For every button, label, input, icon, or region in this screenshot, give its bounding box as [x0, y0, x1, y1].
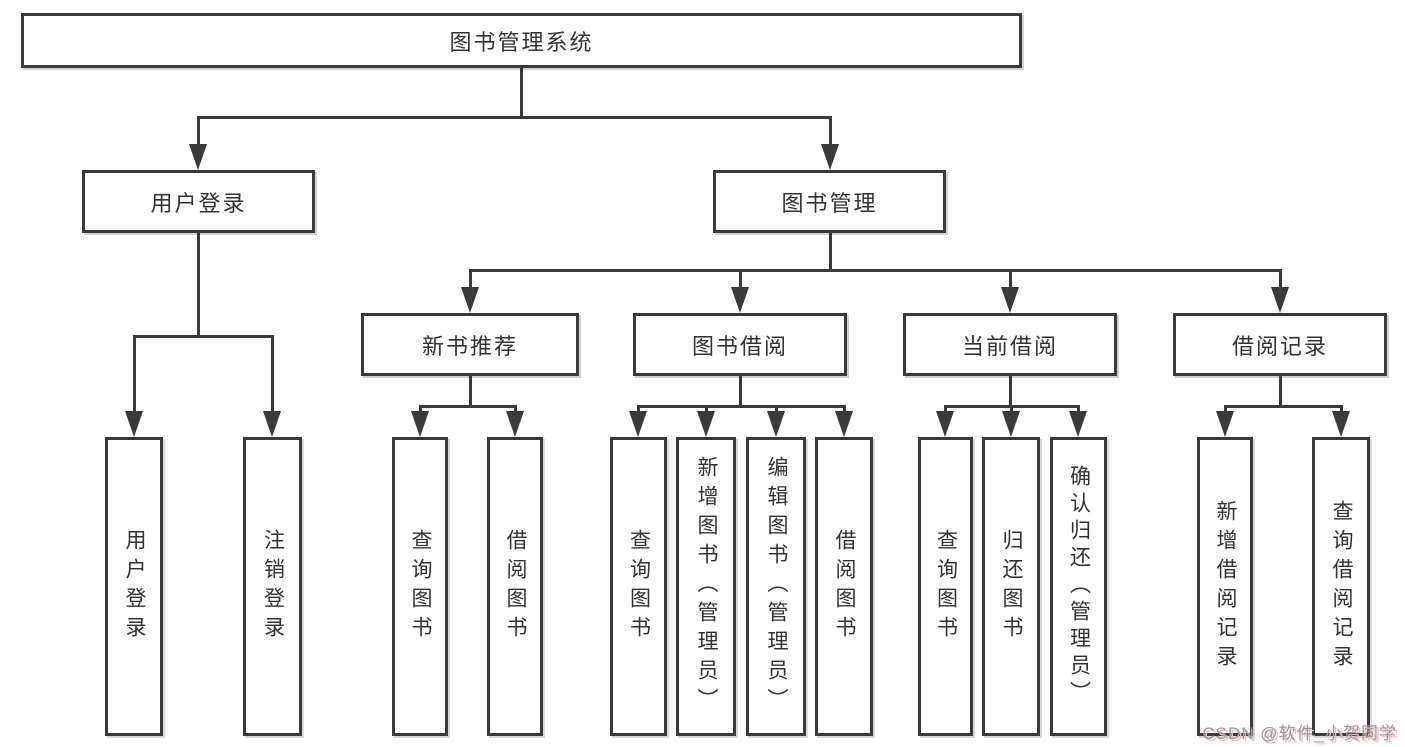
connector-vline: [1340, 405, 1343, 415]
node-borrow-records-label: 借阅记录: [1231, 333, 1328, 359]
arrow-down-icon: [1271, 287, 1289, 313]
connector-vline: [829, 116, 832, 146]
node-current-borrow: 当前借阅: [903, 313, 1117, 376]
node-book-system: 图书管理系统: [21, 13, 1022, 68]
connector-vline: [1279, 269, 1282, 289]
connector-vline: [705, 405, 708, 415]
connector-vline: [1279, 374, 1282, 406]
connector-vline: [1224, 405, 1227, 415]
connector-vline: [514, 405, 517, 415]
connector-vline: [1010, 405, 1013, 415]
node-query-books-recommend-label: 查询图书: [409, 528, 432, 645]
arrow-down-icon: [411, 411, 429, 437]
arrow-down-icon: [125, 411, 143, 437]
connector-vline: [775, 405, 778, 415]
node-borrow-books-leaf-label: 借阅图书: [833, 528, 856, 645]
node-add-borrow-record: 新增借阅记录: [1197, 437, 1253, 736]
connector-vline: [271, 335, 274, 413]
connector-vline: [637, 405, 640, 415]
arrow-down-icon: [821, 144, 839, 170]
node-confirm-return-admin: 确认归还（管理员）: [1050, 437, 1107, 736]
connector-vline: [197, 116, 200, 146]
node-new-book-recommend: 新书推荐: [361, 313, 579, 376]
connector-vline: [1077, 405, 1080, 415]
connector-hline: [469, 269, 1281, 272]
connector-vline: [1009, 374, 1012, 406]
node-logout-leaf-label: 注销登录: [261, 528, 285, 645]
node-query-books-borrow-label: 查询图书: [627, 528, 651, 645]
arrow-down-icon: [697, 411, 715, 437]
node-book-management-label: 图书管理: [781, 190, 878, 216]
arrow-down-icon: [731, 287, 749, 313]
arrow-down-icon: [1001, 287, 1019, 313]
node-book-management: 图书管理: [713, 170, 946, 233]
node-logout-leaf: 注销登录: [243, 437, 302, 736]
connector-vline: [197, 231, 200, 336]
node-user-login: 用户登录: [82, 170, 315, 233]
node-borrow-books-recommend-label: 借阅图书: [504, 528, 527, 645]
connector-vline: [829, 231, 832, 271]
connector-vline: [133, 335, 136, 413]
arrow-down-icon: [1002, 411, 1020, 437]
connector-vline: [1009, 269, 1012, 289]
node-borrow-records: 借阅记录: [1173, 313, 1387, 376]
arrow-down-icon: [629, 411, 647, 437]
arrow-down-icon: [263, 411, 281, 437]
node-confirm-return-admin-label: 确认归还（管理员）: [1067, 465, 1091, 708]
node-query-borrow-record-label: 查询借阅记录: [1330, 499, 1353, 674]
node-add-borrow-record-label: 新增借阅记录: [1214, 499, 1237, 674]
connector-hline: [197, 116, 831, 119]
arrow-down-icon: [1216, 411, 1234, 437]
node-query-books-current-label: 查询图书: [934, 528, 958, 645]
connector-hline: [133, 335, 273, 338]
connector-vline: [739, 374, 742, 406]
node-edit-books-admin: 编辑图书（管理员）: [746, 437, 806, 736]
arrow-down-icon: [767, 411, 785, 437]
node-query-books-current: 查询图书: [918, 437, 973, 736]
arrow-down-icon: [1069, 411, 1087, 437]
connector-vline: [739, 269, 742, 289]
connector-hline: [1224, 405, 1342, 408]
node-add-books-admin-label: 新增图书（管理员）: [695, 456, 718, 717]
node-return-books-label: 归还图书: [1000, 528, 1023, 645]
node-add-books-admin: 新增图书（管理员）: [676, 437, 736, 736]
node-user-login-leaf-label: 用户登录: [123, 528, 146, 645]
node-borrow-books-leaf: 借阅图书: [815, 437, 873, 736]
node-query-borrow-record: 查询借阅记录: [1312, 437, 1370, 736]
arrow-down-icon: [461, 287, 479, 313]
node-return-books: 归还图书: [982, 437, 1040, 736]
node-query-books-recommend: 查询图书: [392, 437, 448, 736]
node-borrow-books-recommend: 借阅图书: [487, 437, 543, 736]
node-edit-books-admin-label: 编辑图书（管理员）: [765, 456, 788, 717]
connector-vline: [944, 405, 947, 415]
node-user-login-leaf: 用户登录: [105, 437, 163, 736]
arrow-down-icon: [936, 411, 954, 437]
node-user-login-label: 用户登录: [150, 190, 247, 216]
node-book-system-label: 图书管理系统: [449, 29, 594, 55]
arrow-down-icon: [835, 411, 853, 437]
node-query-books-borrow: 查询图书: [610, 437, 667, 736]
connector-hline: [419, 405, 517, 408]
connector-hline: [637, 405, 845, 408]
connector-vline: [469, 374, 472, 406]
csdn-watermark: CSDN @软件_小贺同学: [1202, 724, 1397, 743]
node-current-borrow-label: 当前借阅: [961, 333, 1058, 359]
arrow-down-icon: [506, 411, 524, 437]
connector-vline: [419, 405, 422, 415]
arrow-down-icon: [1332, 411, 1350, 437]
connector-vline: [843, 405, 846, 415]
node-book-borrow-label: 图书借阅: [691, 333, 788, 359]
arrow-down-icon: [189, 144, 207, 170]
connector-vline: [520, 66, 523, 117]
connector-vline: [469, 269, 472, 289]
node-new-book-recommend-label: 新书推荐: [421, 333, 518, 359]
node-book-borrow: 图书借阅: [633, 313, 847, 376]
